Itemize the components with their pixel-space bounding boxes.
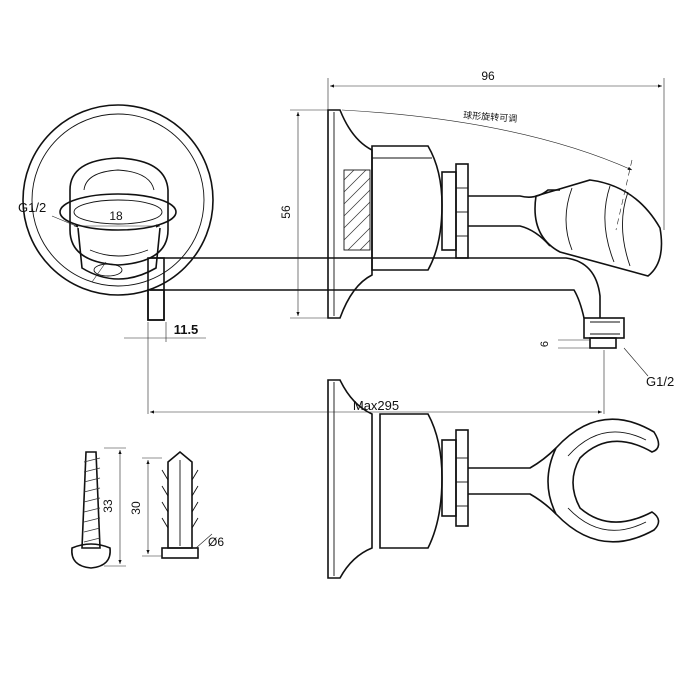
label-30: 30 [129, 501, 143, 515]
label-diameter-6: Ø6 [208, 535, 224, 549]
pipe-top [150, 257, 601, 318]
label-56: 56 [279, 205, 293, 219]
rotation-axis [615, 159, 633, 231]
screw-head [71, 543, 111, 569]
holder-inner-arc [83, 169, 155, 191]
body-bottom [379, 413, 443, 549]
diameter-leader [91, 261, 107, 283]
pin-tip [147, 289, 165, 321]
diameter-6-leader [195, 533, 213, 549]
label-6: 6 [539, 341, 551, 347]
label-rotation-note: 球形旋转可调 [463, 109, 518, 124]
label-g12-left: G1/2 [18, 200, 46, 215]
nut-1 [441, 171, 457, 251]
outer-rosette-circle [22, 104, 214, 296]
flange-bottom [327, 379, 373, 579]
head-band-1 [565, 187, 573, 251]
fork-inner-bottom [567, 507, 647, 531]
label-33: 33 [101, 499, 115, 513]
screw [71, 447, 126, 569]
nut-bottom-2 [455, 429, 469, 527]
fork-holder [547, 418, 660, 543]
inner-rosette-circle [31, 113, 205, 287]
screw-threads [83, 457, 101, 543]
label-g12-right: G1/2 [646, 374, 674, 389]
flange [327, 109, 373, 319]
nozzle-hole [93, 263, 123, 277]
arm-bottom [468, 225, 551, 247]
g12-leader-left [51, 215, 77, 227]
head-band-2 [604, 185, 615, 263]
rotation-arc [341, 109, 633, 171]
label-18: 18 [109, 209, 123, 223]
anchor-body [167, 450, 193, 549]
holder-body [69, 157, 169, 266]
nut-2 [455, 163, 469, 259]
nut-bottom-1 [441, 439, 457, 517]
pipe-bottom [150, 289, 585, 319]
head-band-3 [622, 191, 631, 267]
side-view [150, 109, 663, 377]
g12-leader-right [623, 347, 649, 377]
label-max295: Max295 [353, 398, 399, 413]
fork-curve [89, 249, 149, 257]
anchor-barbs [161, 469, 199, 529]
outlet-fitting [583, 317, 625, 339]
fork-lower [77, 227, 161, 280]
arm-top [468, 189, 560, 198]
fork-ring [59, 193, 177, 231]
bottom-view [327, 379, 660, 579]
fork-ring-inner [73, 199, 163, 225]
label-11-5: 11.5 [174, 322, 199, 337]
arm-bottom-top [468, 447, 557, 469]
body [371, 145, 443, 271]
outlet-tip [589, 337, 617, 349]
dimension-lines [51, 78, 665, 414]
screw-shaft [81, 451, 101, 549]
arm-bottom-low [468, 493, 557, 515]
hatch-section [343, 169, 371, 251]
anchor-collar [161, 547, 199, 559]
wall-anchor [142, 450, 213, 559]
labels: 96 56 18 11.5 6 Max295 33 30 Ø6 G1/2 G1/… [18, 69, 674, 549]
rotating-head [534, 179, 663, 277]
fork-inner-top [567, 431, 647, 457]
label-96: 96 [481, 69, 495, 83]
